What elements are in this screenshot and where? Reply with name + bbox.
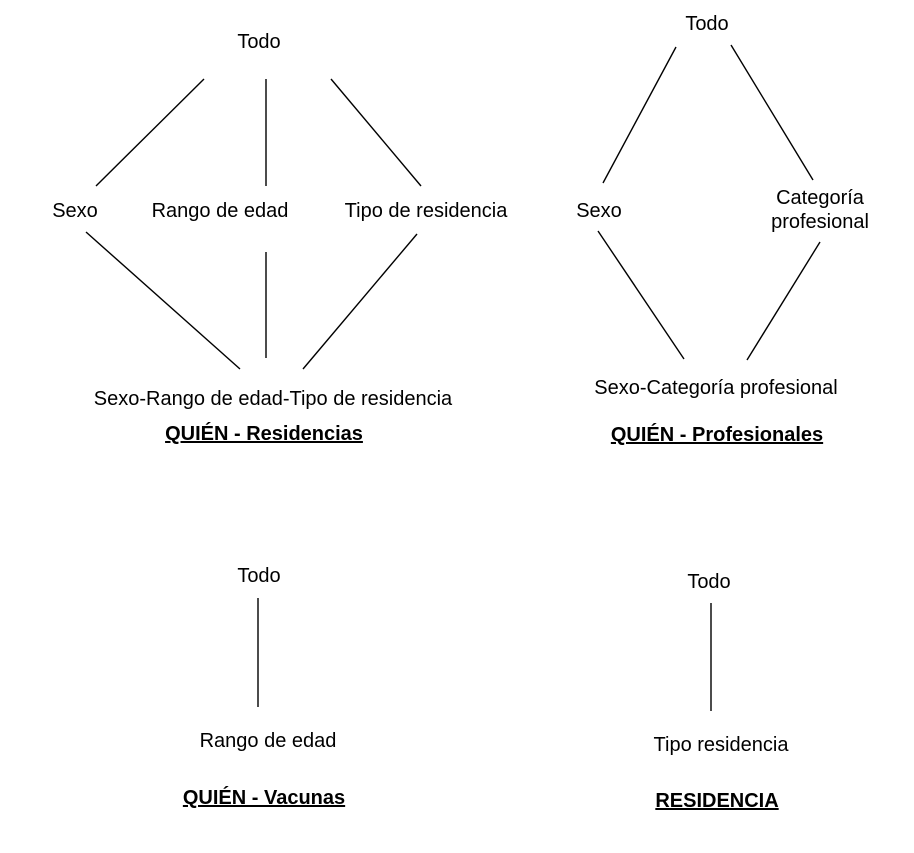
node-rango-de-edad: Rango de edad (151, 200, 289, 222)
edge-todo-sexo (95, 78, 205, 187)
node-todo-res: Todo (687, 571, 731, 593)
node-sexo-categoria: Sexo-Categoría profesional (594, 377, 838, 399)
node-todo-prof: Todo (685, 13, 729, 35)
edge-sexo-combo-prof (597, 230, 685, 360)
edge-todo-tipo (330, 78, 422, 187)
edge-categoria-combo (746, 241, 821, 361)
node-sexo-prof: Sexo (576, 200, 622, 222)
diagram-title-residencia: RESIDENCIA (655, 790, 779, 812)
node-categoria-profesional: Categoría profesional (771, 187, 869, 233)
diagram-title-vacunas: QUIÉN - Vacunas (182, 787, 346, 809)
node-sexo-rango-tipo: Sexo-Rango de edad-Tipo de residencia (93, 388, 453, 410)
node-tipo-residencia: Tipo residencia (653, 734, 789, 756)
node-todo: Todo (237, 31, 281, 53)
node-sexo: Sexo (52, 200, 98, 222)
edge-todo-sexo-prof (602, 46, 677, 184)
node-todo-vac: Todo (237, 565, 281, 587)
node-tipo-de-residencia: Tipo de residencia (344, 200, 508, 222)
node-rango-de-edad-vac: Rango de edad (199, 730, 337, 752)
edge-sexo-combo (85, 231, 241, 370)
diagram-title-profesionales: QUIÉN - Profesionales (610, 424, 824, 446)
diagram-title-residencias: QUIÉN - Residencias (165, 423, 363, 445)
edge-tipo-combo (302, 233, 418, 370)
edge-todo-categoria (730, 44, 814, 181)
